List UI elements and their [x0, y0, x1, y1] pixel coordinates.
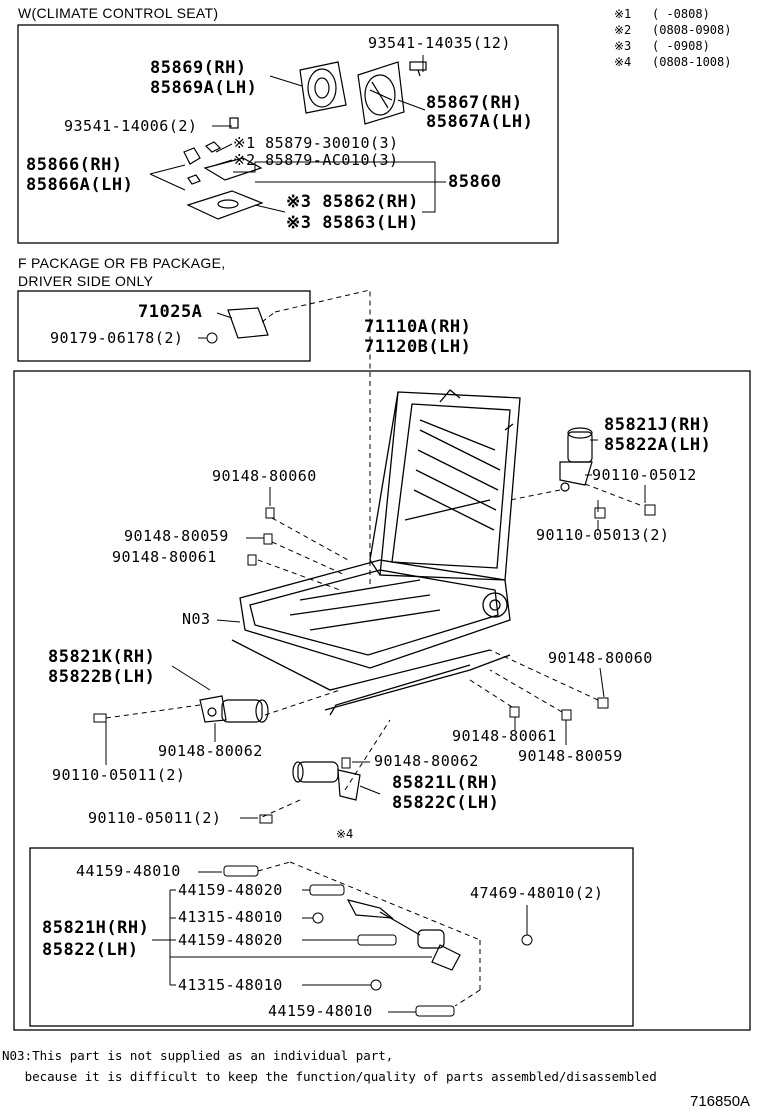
part-85821k-rh[interactable]: 85821K(RH) — [48, 647, 156, 667]
climate-section-title: W(CLIMATE CONTROL SEAT) — [18, 5, 219, 21]
part-71120b-lh[interactable]: 71120B(LH) — [364, 337, 472, 357]
lower-frame — [29, 847, 634, 1027]
part-85866-rh[interactable]: 85866(RH) — [26, 155, 123, 175]
part-85822-lh[interactable]: 85822(LH) — [42, 940, 139, 960]
legend-3-mark: ※3 — [614, 39, 632, 53]
part-85862-rh[interactable]: ※3 85862(RH) — [286, 192, 419, 212]
part-85821h-rh[interactable]: 85821H(RH) — [42, 918, 150, 938]
part-90110-05013[interactable]: 90110-05013(2) — [536, 526, 670, 544]
part-44159-48010-top[interactable]: 44159-48010 — [76, 862, 181, 880]
part-90148-80059-upper[interactable]: 90148-80059 — [124, 527, 229, 545]
part-85821j-rh[interactable]: 85821J(RH) — [604, 415, 712, 435]
part-85822a-lh[interactable]: 85822A(LH) — [604, 435, 712, 455]
part-85822c-lh[interactable]: 85822C(LH) — [392, 793, 500, 813]
part-41315-48010-upper[interactable]: 41315-48010 — [178, 908, 283, 926]
part-85879-ac010[interactable]: ※2 85879-AC010(3) — [233, 151, 399, 169]
part-90179-06178[interactable]: 90179-06178(2) — [50, 329, 184, 347]
part-90148-80060-upper[interactable]: 90148-80060 — [212, 467, 317, 485]
part-85869-rh[interactable]: 85869(RH) — [150, 58, 247, 78]
part-85822b-lh[interactable]: 85822B(LH) — [48, 667, 156, 687]
part-44159-48010-bottom[interactable]: 44159-48010 — [268, 1002, 373, 1020]
legend-3-range: ( -0908) — [652, 39, 710, 53]
part-85863-lh[interactable]: ※3 85863(LH) — [286, 213, 419, 233]
legend-4-mark: ※4 — [614, 55, 632, 69]
legend-1-range: ( -0808) — [652, 7, 710, 21]
fpackage-frame — [17, 290, 311, 362]
diagram-code: 716850A — [690, 1093, 751, 1110]
footnote-line1: N03:This part is not supplied as an indi… — [2, 1048, 394, 1063]
part-85867-rh[interactable]: 85867(RH) — [426, 93, 523, 113]
part-85867a-lh[interactable]: 85867A(LH) — [426, 112, 534, 132]
part-47469-48010[interactable]: 47469-48010(2) — [470, 884, 604, 902]
part-90148-80060-lower[interactable]: 90148-80060 — [548, 649, 653, 667]
part-90110-05011-lower[interactable]: 90110-05011(2) — [88, 809, 222, 827]
fpackage-title-line1: F PACKAGE OR FB PACKAGE, — [18, 255, 226, 271]
mark4-label: ※4 — [336, 827, 354, 841]
part-41315-48010-lower[interactable]: 41315-48010 — [178, 976, 283, 994]
part-93541-14035[interactable]: 93541-14035(12) — [368, 34, 511, 52]
main-frame — [13, 370, 751, 1031]
part-71025a[interactable]: 71025A — [138, 302, 203, 322]
part-85860[interactable]: 85860 — [448, 172, 502, 192]
part-44159-48020-upper[interactable]: 44159-48020 — [178, 881, 283, 899]
label-n03[interactable]: N03 — [182, 610, 211, 628]
fpackage-title-line2: DRIVER SIDE ONLY — [18, 273, 154, 289]
part-90148-80062-right[interactable]: 90148-80062 — [374, 752, 479, 770]
part-90148-80059-lower[interactable]: 90148-80059 — [518, 747, 623, 765]
part-85821l-rh[interactable]: 85821L(RH) — [392, 773, 500, 793]
part-90148-80061-lower[interactable]: 90148-80061 — [452, 727, 557, 745]
part-85866a-lh[interactable]: 85866A(LH) — [26, 175, 134, 195]
legend-2-range: (0808-0908) — [652, 23, 732, 37]
part-93541-14006[interactable]: 93541-14006(2) — [64, 117, 198, 135]
part-85869a-lh[interactable]: 85869A(LH) — [150, 78, 258, 98]
part-71110a-rh[interactable]: 71110A(RH) — [364, 317, 472, 337]
part-90148-80061-upper[interactable]: 90148-80061 — [112, 548, 217, 566]
part-85879-30010[interactable]: ※1 85879-30010(3) — [233, 134, 399, 152]
part-44159-48020-lower[interactable]: 44159-48020 — [178, 931, 283, 949]
legend-2-mark: ※2 — [614, 23, 632, 37]
part-90110-05012[interactable]: 90110-05012 — [592, 466, 697, 484]
legend-4-range: (0808-1008) — [652, 55, 732, 69]
legend-1-mark: ※1 — [614, 7, 632, 21]
footnote-line2: because it is difficult to keep the func… — [2, 1069, 657, 1084]
part-90110-05011-left[interactable]: 90110-05011(2) — [52, 766, 186, 784]
climate-frame — [17, 24, 559, 244]
part-90148-80062-left[interactable]: 90148-80062 — [158, 742, 263, 760]
